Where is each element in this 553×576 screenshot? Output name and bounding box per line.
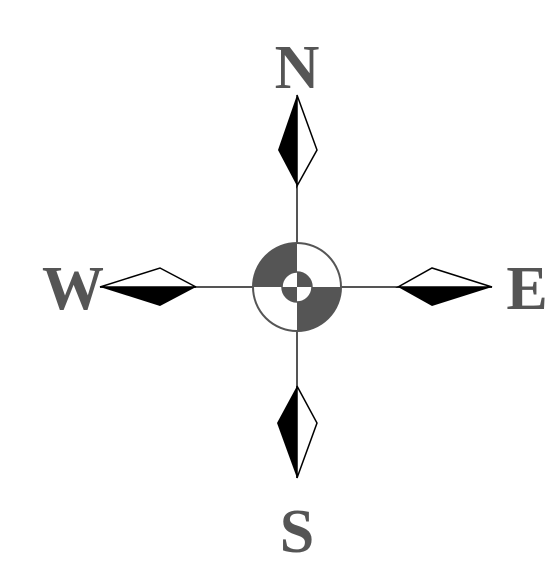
south-needle	[277, 386, 317, 478]
compass-center-hub	[253, 243, 341, 331]
west-label: W	[42, 255, 104, 323]
north-label: N	[275, 34, 320, 102]
south-label: S	[280, 498, 314, 566]
north-needle	[278, 95, 317, 186]
east-needle	[398, 268, 492, 306]
west-needle	[100, 268, 196, 306]
east-label: E	[506, 255, 547, 323]
